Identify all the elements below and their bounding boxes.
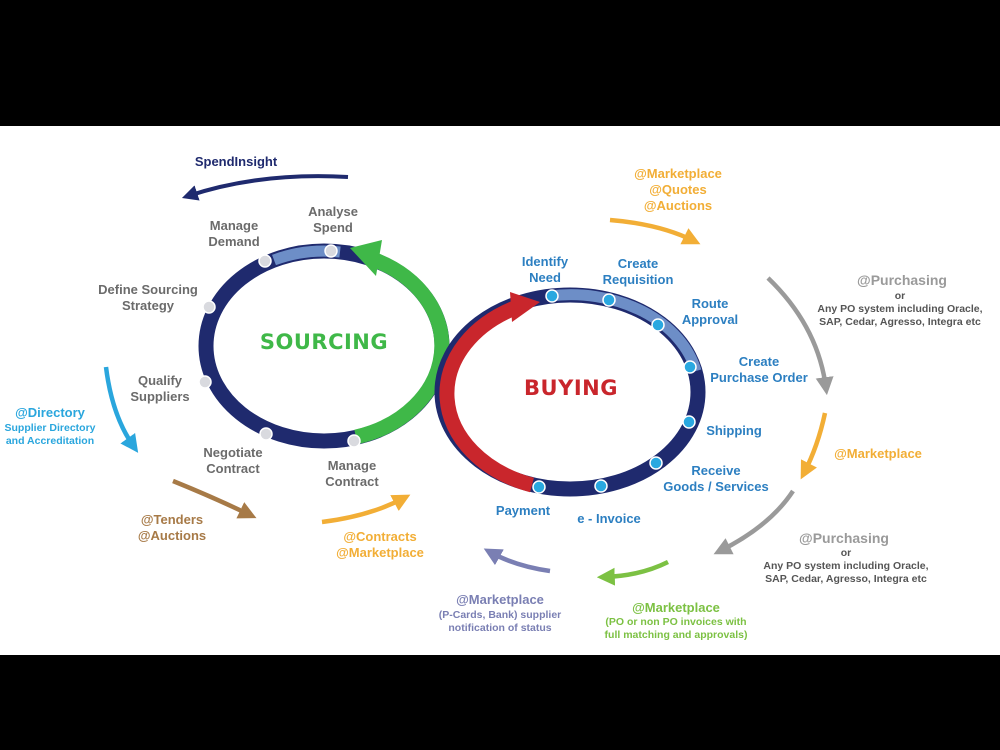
step-dot xyxy=(347,434,361,448)
purchasing-arrow-1 xyxy=(766,276,834,396)
tool-marketplace-invoice-note: (PO or non PO invoices with full matchin… xyxy=(604,616,748,641)
step-dot xyxy=(532,480,546,494)
step-dot xyxy=(324,244,338,258)
tool-marketplace-invoice-title: @Marketplace xyxy=(632,600,720,615)
step-identify-need: Identify Need xyxy=(521,254,569,285)
step-analyse-spend: Analyse Spend xyxy=(308,204,358,235)
step-create-requisition: Create Requisition xyxy=(602,256,674,287)
step-dot xyxy=(651,318,665,332)
diagram-canvas: SOURCING BUYING Analyse Spend Manage Dem… xyxy=(0,126,1000,655)
step-dot xyxy=(545,289,559,303)
tenders-arrow xyxy=(172,478,257,519)
step-negotiate-contract: Negotiate Contract xyxy=(203,445,263,476)
tool-purchasing-2-note: or Any PO system including Oracle, SAP, … xyxy=(763,547,929,585)
buying-red-arrowhead xyxy=(510,292,540,322)
step-e-invoice: e - Invoice xyxy=(577,511,641,526)
step-payment: Payment xyxy=(495,503,551,518)
marketplace-invoice-arrow xyxy=(596,559,670,586)
step-dot xyxy=(202,300,216,314)
cycle-diagram xyxy=(103,174,834,586)
tool-spendinsight: SpendInsight xyxy=(194,154,278,169)
step-dot xyxy=(682,415,696,429)
directory-arrow xyxy=(103,366,139,453)
marketplace-payment-arrow xyxy=(483,548,551,574)
purchasing-arrow-2 xyxy=(713,489,795,555)
marketplace-po-arrow xyxy=(800,412,828,480)
step-dot xyxy=(594,479,608,493)
marketplace-quotes-arrow xyxy=(609,217,701,245)
tool-purchasing-2-title: @Purchasing xyxy=(799,530,889,546)
step-route-approval: Route Approval xyxy=(681,296,739,327)
contracts-arrow xyxy=(321,494,411,525)
step-qualify-suppliers: Qualify Suppliers xyxy=(130,373,190,404)
step-receive-goods: Receive Goods / Services xyxy=(663,463,769,494)
tool-marketplace-quotes-auctions: @Marketplace @Quotes @Auctions xyxy=(634,166,722,213)
step-dot xyxy=(198,375,212,389)
step-manage-demand: Manage Demand xyxy=(208,218,260,249)
sourcing-green-arc xyxy=(354,253,450,445)
tool-marketplace-po: @Marketplace xyxy=(834,446,922,461)
tool-directory-title: @Directory xyxy=(15,405,85,420)
sourcing-title: SOURCING xyxy=(259,330,389,354)
step-create-po: Create Purchase Order xyxy=(710,354,808,385)
tool-purchasing-1-title: @Purchasing xyxy=(857,272,947,288)
step-define-strategy: Define Sourcing Strategy xyxy=(98,282,198,313)
tool-purchasing-1-note: or Any PO system including Oracle, SAP, … xyxy=(817,290,983,328)
spendinsight-arrow xyxy=(181,174,349,201)
tool-tenders-auctions: @Tenders @Auctions xyxy=(137,512,207,543)
tool-contracts-marketplace: @Contracts @Marketplace xyxy=(336,529,424,560)
step-dot xyxy=(683,360,697,374)
step-dot xyxy=(649,456,663,470)
tool-directory-note: Supplier Directory and Accreditation xyxy=(4,422,96,447)
buying-red-arc xyxy=(439,298,534,493)
step-shipping: Shipping xyxy=(706,423,762,438)
tool-marketplace-payment-note: (P-Cards, Bank) supplier notification of… xyxy=(438,609,562,634)
tool-marketplace-payment-title: @Marketplace xyxy=(456,592,544,607)
step-dot xyxy=(602,293,616,307)
step-dot xyxy=(259,427,273,441)
step-manage-contract: Manage Contract xyxy=(325,458,379,489)
sourcing-green-arrowhead xyxy=(350,240,382,276)
step-dot xyxy=(258,254,272,268)
buying-title: BUYING xyxy=(524,376,618,400)
buying-highlight xyxy=(549,289,702,373)
